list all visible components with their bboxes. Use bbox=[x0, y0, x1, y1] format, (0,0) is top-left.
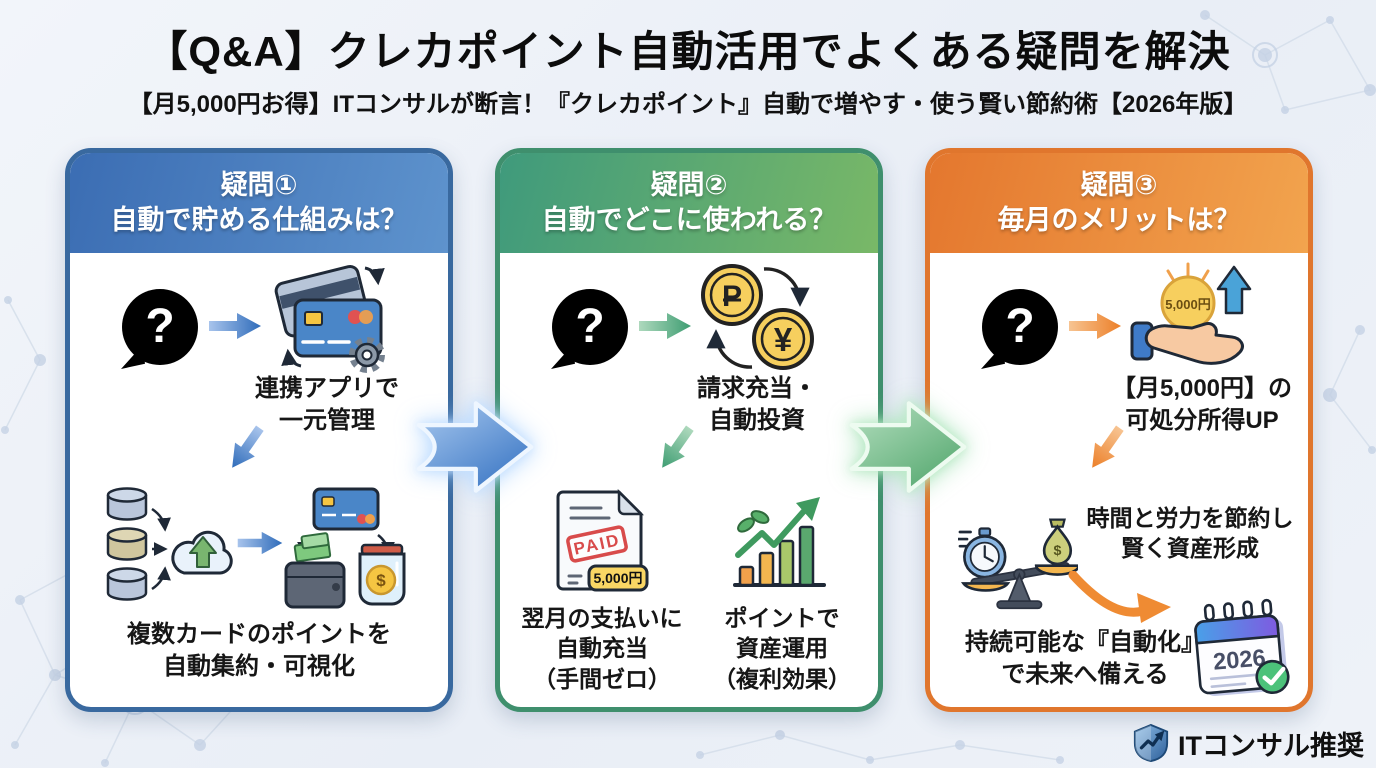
caption-line: 自動充当 bbox=[556, 635, 648, 662]
card1-body: ? bbox=[70, 253, 448, 707]
point-symbol: P bbox=[722, 280, 742, 313]
coin-amount-text: 5,000円 bbox=[1165, 297, 1211, 312]
arrow-down-icon bbox=[1079, 418, 1133, 478]
question-bubble-icon: ? bbox=[122, 289, 198, 365]
card1-header: 疑問① 自動で貯める仕組みは？ bbox=[70, 153, 448, 253]
card1-caption-1: 連携アプリで 一元管理 bbox=[217, 373, 437, 436]
dollar-symbol: $ bbox=[376, 571, 386, 590]
question-mark: ? bbox=[1005, 300, 1035, 353]
credit-cards-gear-icon bbox=[267, 260, 387, 374]
caption-line: 時間と労力を節約し bbox=[1086, 505, 1294, 531]
card3-caption-1: 【月5,000円】の 可処分所得UP bbox=[1082, 373, 1322, 436]
caption-line: 複数カードのポイントを bbox=[127, 621, 391, 648]
growth-chart-icon bbox=[732, 491, 827, 591]
points-cloud-sync-icon bbox=[100, 485, 240, 610]
caption-line: 請求充当・ bbox=[697, 375, 817, 402]
calendar-2026-icon: 2026 bbox=[1185, 595, 1290, 700]
caption-line: 資産運用 bbox=[736, 635, 828, 662]
card1-caption-2: 複数カードのポイントを 自動集約・可視化 bbox=[80, 619, 438, 682]
curved-arrow-icon bbox=[1065, 571, 1175, 626]
caption-line: 持続可能な『自動化』 bbox=[965, 629, 1205, 656]
caption-line: 賢く資産形成 bbox=[1121, 535, 1259, 562]
card2-header: 疑問② 自動でどこに使われる？ bbox=[500, 153, 878, 253]
question-mark: ? bbox=[575, 300, 605, 353]
flow-arrow-1-2-icon bbox=[412, 392, 538, 502]
wallet-savings-icon: $ bbox=[284, 485, 408, 613]
card3-header: 疑問③ 毎月のメリットは？ bbox=[930, 153, 1308, 253]
arrow-right-icon bbox=[637, 310, 693, 342]
card1-header-line1: 疑問① bbox=[220, 169, 298, 200]
flow-arrow-2-3-icon bbox=[845, 392, 971, 502]
card-question-2: 疑問② 自動でどこに使われる？ ? P ¥ bbox=[495, 148, 883, 712]
card3-body: ? 5,000円 【月5,000円】の 可処分所得UP bbox=[930, 253, 1308, 707]
card2-body: ? P ¥ 請求充当・ 自動投資 bbox=[500, 253, 878, 707]
arrow-right-icon bbox=[207, 310, 263, 342]
arrow-right-icon bbox=[1067, 310, 1123, 342]
caption-line: ポイントで bbox=[724, 605, 840, 631]
card3-header-line2: 毎月のメリットは？ bbox=[997, 205, 1241, 235]
caption-line: 【月5,000円】の bbox=[1111, 375, 1293, 402]
card2-caption-1: 請求充当・ 自動投資 bbox=[647, 373, 867, 436]
arrow-down-icon bbox=[649, 418, 703, 478]
brand-logo: ITコンサル推奨 bbox=[1132, 722, 1364, 764]
card2-caption-col1: 翌月の支払いに 自動充当 （手間ゼロ） bbox=[512, 603, 692, 694]
question-bubble-icon: ? bbox=[982, 289, 1058, 365]
page-title: 【Q&A】クレカポイント自動活用でよくある疑問を解決 bbox=[145, 28, 1231, 75]
caption-line: 一元管理 bbox=[279, 406, 375, 434]
caption-line: 翌月の支払いに bbox=[521, 605, 683, 631]
brand-name: ITコンサル推奨 bbox=[1178, 730, 1364, 761]
card3-caption-3: 持続可能な『自動化』 で未来へ備える bbox=[930, 627, 1240, 690]
card-question-1: 疑問① 自動で貯める仕組みは？ ? bbox=[65, 148, 453, 712]
card3-caption-2: 時間と労力を節約し 賢く資産形成 bbox=[1065, 503, 1315, 564]
yen-symbol: ¥ bbox=[774, 321, 793, 358]
paid-invoice-icon: PAID 5,000円 bbox=[555, 488, 650, 593]
shield-logo-icon bbox=[1133, 723, 1169, 763]
balance-scale-icon: $ bbox=[958, 493, 1078, 610]
card1-header-line2: 自動で貯める仕組みは？ bbox=[110, 205, 408, 235]
caption-line: 可処分所得UP bbox=[1125, 406, 1279, 434]
page-subtitle: 【月5,000円お得】ITコンサルが断言！『クレカポイント』自動で増やす・使う賢… bbox=[128, 91, 1248, 118]
coins-exchange-icon: P ¥ bbox=[696, 259, 821, 377]
caption-line: で未来へ備える bbox=[1001, 660, 1169, 688]
arrow-down-icon bbox=[219, 418, 273, 478]
caption-line: 自動集約・可視化 bbox=[163, 652, 355, 680]
invoice-amount-badge: 5,000円 bbox=[593, 570, 642, 586]
card2-header-line1: 疑問② bbox=[650, 169, 728, 200]
caption-line: 自動投資 bbox=[709, 406, 805, 434]
card2-caption-col2: ポイントで 資産運用 （複利効果） bbox=[692, 603, 872, 694]
caption-line: （手間ゼロ） bbox=[533, 665, 671, 692]
card3-header-line1: 疑問③ bbox=[1080, 169, 1158, 200]
card-question-3: 疑問③ 毎月のメリットは？ ? 5,000円 【月5, bbox=[925, 148, 1313, 712]
question-mark: ? bbox=[145, 300, 175, 353]
caption-line: 連携アプリで bbox=[255, 375, 399, 402]
hand-coin-icon: 5,000円 bbox=[1130, 259, 1255, 377]
question-bubble-icon: ? bbox=[552, 289, 628, 365]
dollar-symbol: $ bbox=[1053, 543, 1061, 559]
card2-header-line2: 自動でどこに使われる？ bbox=[541, 205, 837, 235]
arrow-right-icon bbox=[236, 529, 284, 557]
caption-line: （複利効果） bbox=[713, 665, 851, 692]
